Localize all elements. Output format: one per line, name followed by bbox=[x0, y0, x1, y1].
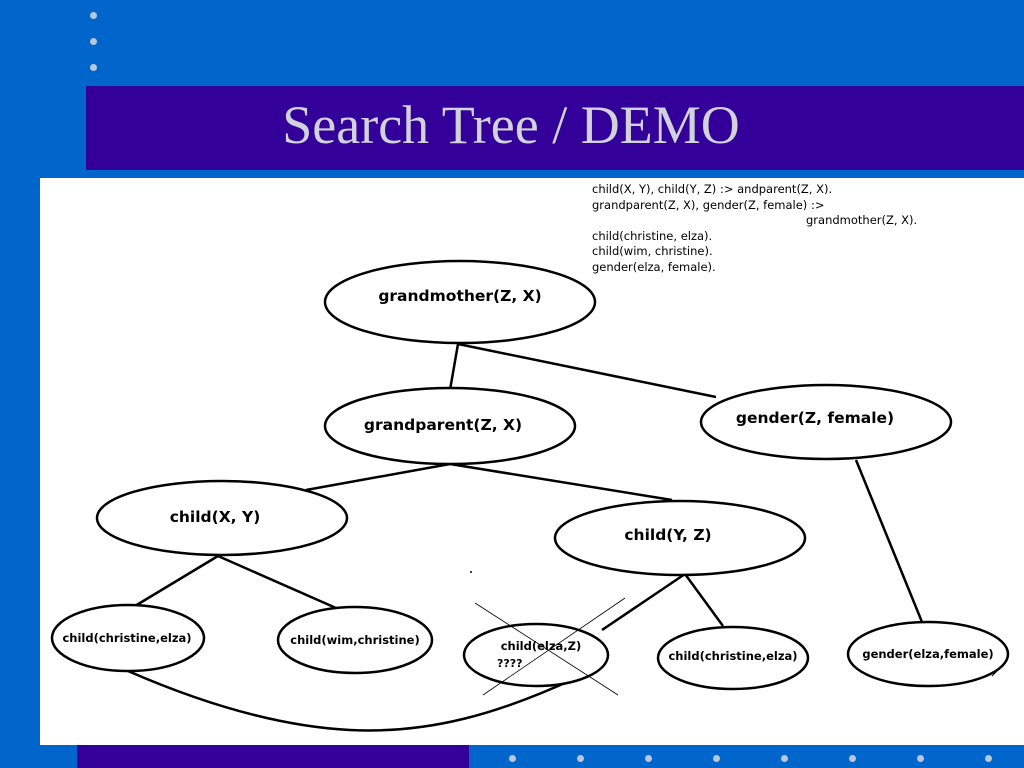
edge-grandmother-gender bbox=[457, 342, 717, 399]
node-child-xy bbox=[95, 479, 349, 557]
label-gender: gender(Z, female) bbox=[736, 409, 894, 427]
title-band bbox=[86, 86, 1024, 170]
decorative-dot bbox=[577, 755, 584, 762]
node-child-yz bbox=[553, 499, 807, 577]
node-gender bbox=[699, 383, 953, 461]
decorative-dot bbox=[713, 755, 720, 762]
decorative-dot bbox=[781, 755, 788, 762]
label-child-yz: child(Y, Z) bbox=[624, 526, 711, 544]
slide-title: Search Tree / DEMO bbox=[282, 95, 740, 155]
node-leaf-christine-elza-1 bbox=[50, 603, 206, 673]
rule-line-3: grandmother(Z, X). bbox=[806, 213, 918, 227]
label-leaf-christine-elza-1: child(christine,elza) bbox=[62, 631, 191, 645]
decorative-dot bbox=[90, 38, 97, 45]
edge-grandparent-child-yz bbox=[449, 462, 673, 502]
edge-child-xy-leaf1 bbox=[134, 554, 219, 608]
label-leaf-elza-z: child(elza,Z) bbox=[501, 639, 582, 653]
edge-grandmother-grandparent bbox=[448, 343, 460, 391]
edge-child-yz-elza bbox=[601, 572, 686, 632]
edge-grandparent-child-xy bbox=[305, 462, 451, 492]
node-grandparent bbox=[323, 386, 577, 466]
search-tree-diagram: grandmother(Z, X) grandparent(Z, X) gend… bbox=[50, 259, 1010, 732]
label-grandmother: grandmother(Z, X) bbox=[378, 287, 541, 305]
rule-line-2: grandparent(Z, X), gender(Z, female) :> bbox=[592, 198, 825, 212]
rule-line-1: child(X, Y), child(Y, Z) :> andparent(Z,… bbox=[592, 182, 833, 196]
label-leaf-christine-elza-2: child(christine,elza) bbox=[668, 649, 797, 663]
node-leaf-gender-elza-female bbox=[846, 620, 1010, 688]
rule-line-5: child(wim, christine). bbox=[592, 244, 713, 258]
label-child-xy: child(X, Y) bbox=[170, 508, 261, 526]
edge-gender-leaf5 bbox=[854, 459, 924, 623]
label-grandparent: grandparent(Z, X) bbox=[364, 416, 522, 434]
cross-out-mark bbox=[474, 597, 626, 696]
cross-line bbox=[482, 597, 626, 696]
unification-curve bbox=[127, 669, 577, 732]
decorative-dot bbox=[985, 755, 992, 762]
decorative-dot bbox=[849, 755, 856, 762]
label-leaf-wim-christine: child(wim,christine) bbox=[290, 633, 419, 647]
node-leaf-elza-z bbox=[462, 622, 610, 688]
rule-line-6: gender(elza, female). bbox=[592, 260, 716, 274]
decorative-dot bbox=[645, 755, 652, 762]
tree-nodes bbox=[50, 259, 1010, 691]
edge-child-yz-leaf4 bbox=[683, 573, 725, 627]
decorative-dot bbox=[90, 64, 97, 71]
edge-child-xy-leaf2 bbox=[217, 554, 337, 610]
rule-line-4: child(christine, elza). bbox=[592, 229, 713, 243]
node-leaf-wim-christine bbox=[276, 605, 434, 675]
stray-dot bbox=[470, 571, 472, 573]
decorative-dot bbox=[90, 12, 97, 19]
tree-edges bbox=[127, 342, 924, 732]
cross-line bbox=[474, 602, 619, 696]
label-leaf-gender-elza-female: gender(elza,female) bbox=[862, 647, 993, 661]
decorative-dot bbox=[917, 755, 924, 762]
footer-band bbox=[77, 745, 469, 768]
label-leaf-elza-z-note: ???? bbox=[497, 657, 523, 670]
decorative-dot bbox=[509, 755, 516, 762]
diagram-canvas: grandmother(Z, X) grandparent(Z, X) gend… bbox=[40, 178, 1024, 745]
node-leaf-christine-elza-2 bbox=[656, 625, 810, 691]
node-grandmother bbox=[323, 259, 597, 345]
